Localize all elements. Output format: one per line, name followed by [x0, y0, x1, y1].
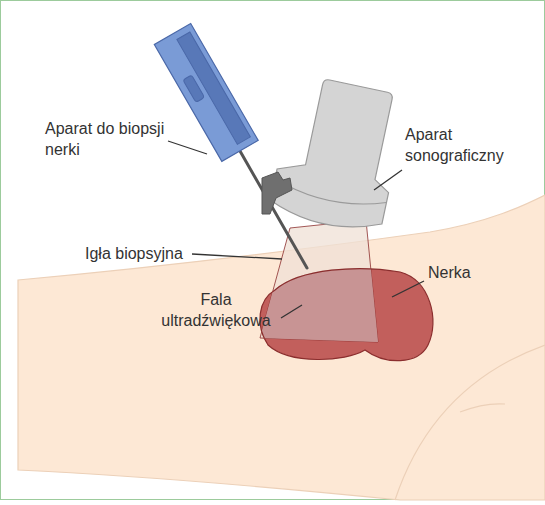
needle-label: Igła biopsyjna [85, 243, 195, 264]
patient-body [18, 195, 545, 500]
kidney [260, 269, 433, 361]
needle-guide [262, 172, 292, 214]
leg-crease [460, 404, 505, 412]
kidney-in-beam [260, 269, 433, 361]
probe-label: Aparat sonograficzny [405, 124, 535, 166]
leg-outline [395, 345, 545, 500]
biopsy-device [154, 23, 258, 161]
device-label: Aparat do biopsji nerki [45, 118, 170, 160]
kidney-label: Nerka [428, 262, 498, 283]
ultrasound-probe [268, 73, 409, 236]
wave-label: Fala ultradźwiękowa [150, 289, 282, 331]
